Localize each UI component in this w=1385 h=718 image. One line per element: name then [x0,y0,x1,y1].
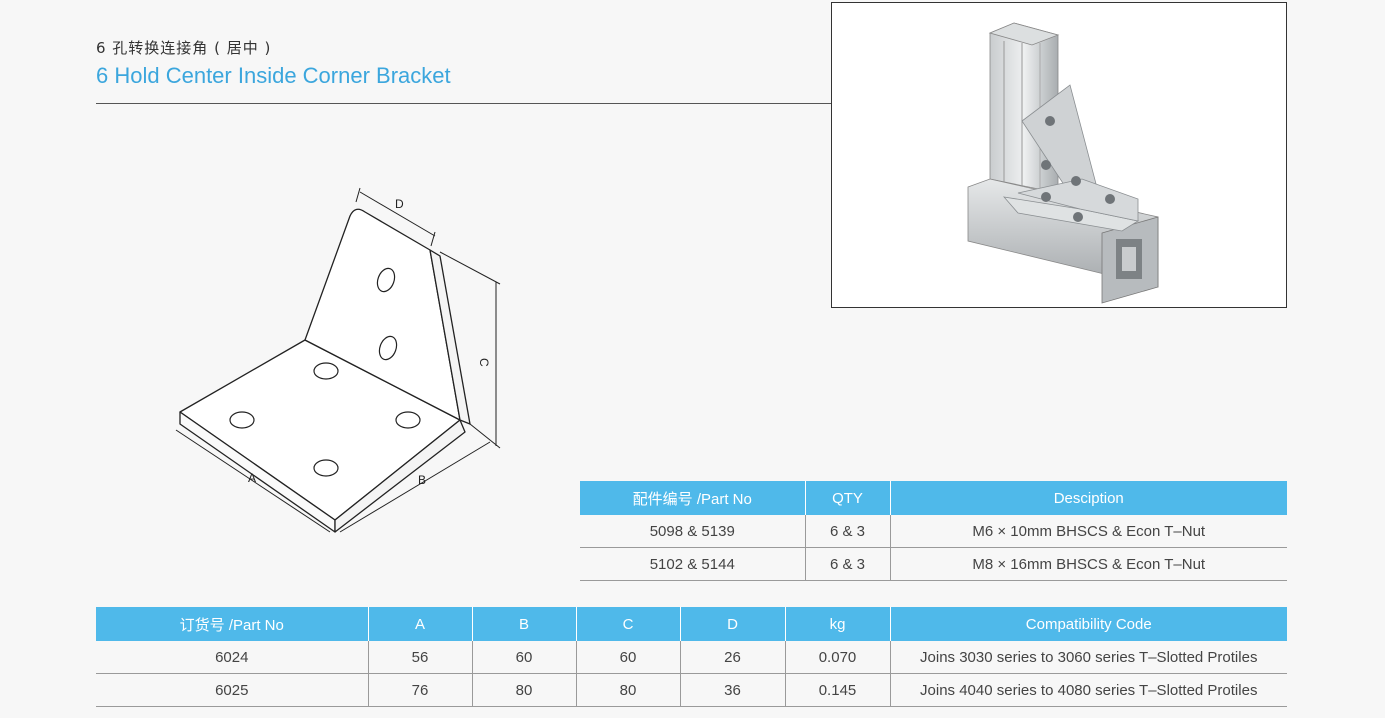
column-header: C [575,607,680,641]
table-row: 6025 76 80 80 36 0.145 Joins 4040 series… [96,673,1287,707]
title-en: 6 Hold Center Inside Corner Bracket [96,63,451,88]
parts-table-header: 配件编号 /Part No QTY Desciption [580,481,1287,515]
column-header: QTY [804,481,890,515]
table-cell: 6 & 3 [804,515,890,548]
bracket-drawing: A B C D [175,187,501,533]
table-cell: 6024 [96,641,368,674]
table-cell: Joins 4040 series to 4080 series T–Slott… [889,673,1287,707]
table-cell: 6025 [96,673,368,707]
table-cell: 5098 & 5139 [580,515,805,548]
table-cell: 6 & 3 [804,547,890,581]
table-cell: 80 [575,673,680,707]
table-row: 6024 56 60 60 26 0.070 Joins 3030 series… [96,641,1287,674]
table-cell: M8 × 16mm BHSCS & Econ T–Nut [889,547,1287,581]
dimension-label-d: D [395,197,404,211]
order-table-header: 订货号 /Part No A B C D kg Compatibility Co… [96,607,1287,641]
table-cell: 26 [679,641,785,674]
table-cell: Joins 3030 series to 3060 series T–Slott… [889,641,1287,674]
dimension-label-b: B [418,473,426,487]
column-header: A [367,607,472,641]
column-header: D [679,607,785,641]
column-header: 订货号 /Part No [96,607,368,641]
title-divider [96,103,832,104]
table-row: 5102 & 5144 6 & 3 M8 × 16mm BHSCS & Econ… [580,547,1287,581]
title-cn: 6 孔转换连接角 ( 居中 ) [96,39,272,57]
order-table: 订货号 /Part No A B C D kg Compatibility Co… [96,607,1287,707]
table-cell: 5102 & 5144 [580,547,805,581]
column-header: 配件编号 /Part No [580,481,805,515]
table-cell: 56 [367,641,472,674]
dimension-label-c: C [477,358,491,367]
bracket-photo-icon [967,22,1159,304]
table-cell: 80 [471,673,576,707]
table-cell: 76 [367,673,472,707]
parts-table: 配件编号 /Part No QTY Desciption 5098 & 5139… [580,481,1287,581]
column-header: Compatibility Code [889,607,1287,641]
table-cell: M6 × 10mm BHSCS & Econ T–Nut [889,515,1287,548]
column-header: B [471,607,576,641]
table-row: 5098 & 5139 6 & 3 M6 × 10mm BHSCS & Econ… [580,515,1287,548]
table-cell: 60 [471,641,576,674]
table-cell: 0.145 [784,673,890,707]
column-header: kg [784,607,890,641]
table-cell: 60 [575,641,680,674]
dimension-label-a: A [248,471,256,485]
column-header: Desciption [889,481,1287,515]
product-photo-frame [831,2,1287,308]
table-cell: 36 [679,673,785,707]
table-cell: 0.070 [784,641,890,674]
